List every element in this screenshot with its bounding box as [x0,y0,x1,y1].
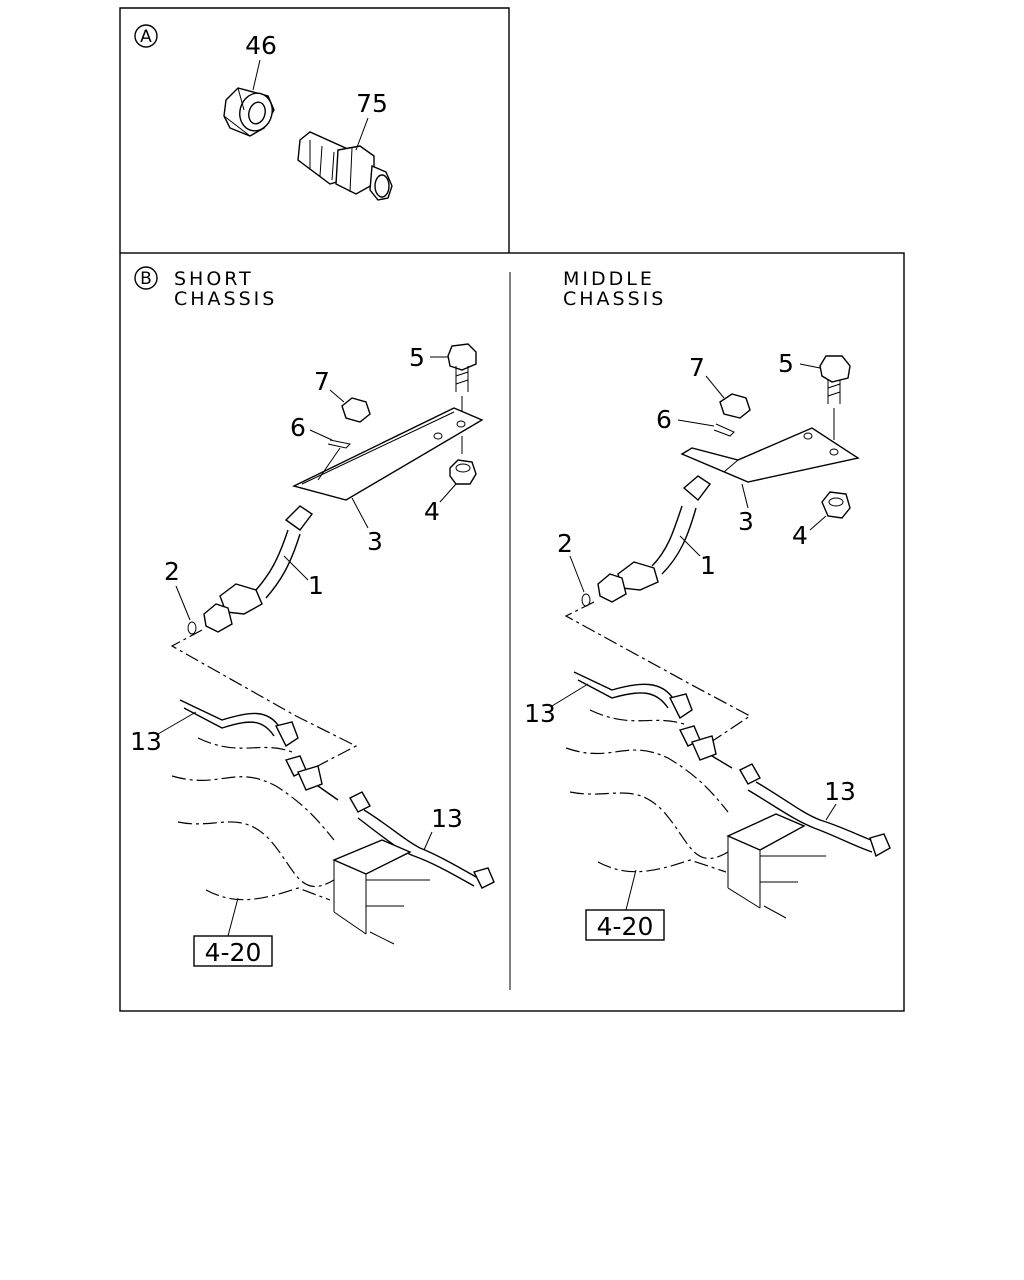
clip-part [713,423,735,437]
callout-46: 46 [245,31,277,60]
pipe-left-part [573,671,693,720]
pipe-right-part [284,755,495,889]
pipe-right-part [678,725,891,858]
top-nut-part [341,397,371,423]
callout-6: 6 [656,405,672,434]
callout-6: 6 [290,413,306,442]
section-b-marker [134,266,158,290]
barbed-connector-part [297,131,393,201]
middle-chassis-view: MIDDLE CHASSIS 5 7 6 3 [524,268,891,941]
hex-nut-part [223,87,275,137]
bolt-part [447,343,477,414]
panel-frames [119,7,905,1012]
middle-chassis-heading-2: CHASSIS [563,288,666,310]
chassis-frame-outline [171,737,430,945]
callout-5: 5 [778,349,794,378]
callout-7: 7 [314,367,330,396]
callout-7: 7 [689,353,705,382]
section-a-marker [134,24,158,48]
top-nut-part [719,393,751,419]
reference-label: 4-20 [597,912,654,941]
lower-nut-part [821,491,851,519]
callout-3: 3 [738,507,754,536]
bracket-part [680,427,860,483]
reference-label: 4-20 [205,938,262,967]
hose-part [203,505,314,633]
callout-4: 4 [792,521,808,550]
callout-13-left-b: 13 [431,804,463,833]
callout-75: 75 [356,89,388,118]
o-ring-part [187,621,197,635]
callout-1: 1 [308,571,324,600]
reference-box [585,909,665,941]
reference-box [193,935,273,967]
callout-13-right-a: 13 [524,699,556,728]
chassis-frame-outline [565,709,826,919]
short-chassis-heading-1: SHORT [174,268,254,290]
middle-chassis-heading-1: MIDDLE [563,268,655,290]
section-a: A 46 75 [134,24,393,201]
section-b-marker-label: B [140,269,152,289]
clip-part [327,439,352,449]
hose-part [597,475,712,603]
short-chassis-heading-2: CHASSIS [174,288,277,310]
short-chassis-view: SHORT CHASSIS 5 7 6 3 [130,268,495,967]
callout-2: 2 [557,529,573,558]
callout-13-right-b: 13 [824,777,856,806]
callout-13-left-a: 13 [130,727,162,756]
callout-5: 5 [409,343,425,372]
callout-2: 2 [164,557,180,586]
callout-1: 1 [700,551,716,580]
bolt-part [819,355,851,440]
bracket-part [292,407,484,501]
section-a-marker-label: A [140,27,152,47]
pipe-left-part [179,699,299,748]
lower-nut-part [449,436,477,485]
callout-3: 3 [367,527,383,556]
callout-4: 4 [424,497,440,526]
